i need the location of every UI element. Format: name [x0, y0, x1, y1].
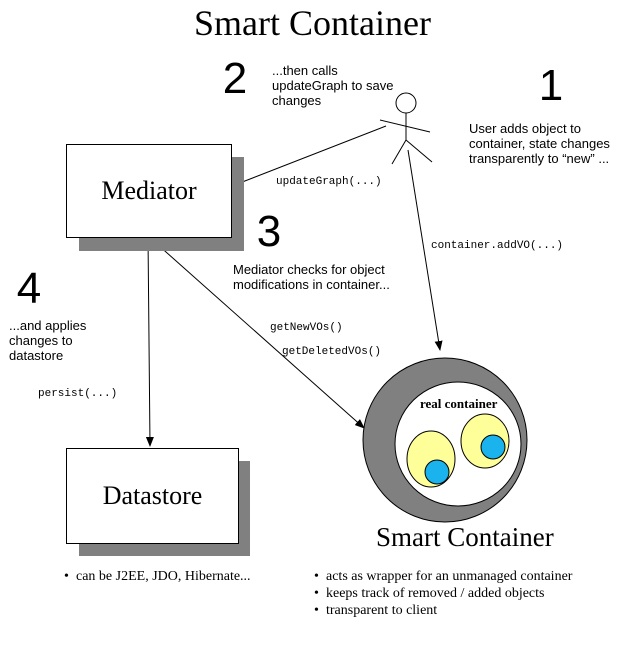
update-graph-call: updateGraph(...)	[276, 176, 382, 188]
datastore-bullet: can be J2EE, JDO, Hibernate...	[64, 568, 304, 585]
real-container-label: real container	[420, 396, 498, 411]
page-title: Smart Container	[194, 3, 431, 43]
smart-container-graphic	[362, 357, 528, 523]
step-3-note: Mediator checks for object modifications…	[233, 262, 390, 292]
step-2-note: ...then calls updateGraph to save change…	[272, 63, 394, 108]
update-graph-arrow	[231, 125, 387, 187]
persist-arrow	[145, 235, 154, 447]
step-1-number: 1	[538, 61, 564, 110]
smart-container-bullet: acts as wrapper for an unmanaged contain…	[314, 568, 624, 585]
add-vo-arrow	[407, 149, 443, 351]
mediator-label: Mediator	[101, 176, 197, 205]
get-new-vos-call: getNewVOs()	[270, 322, 343, 334]
check-container-arrow	[147, 235, 365, 429]
smart-container-bullet: transparent to client	[314, 602, 624, 619]
add-vo-call: container.addVO(...)	[431, 240, 564, 252]
mediator-box: Mediator	[66, 144, 232, 238]
step-3-number: 3	[256, 207, 282, 256]
step-4-number: 4	[16, 264, 42, 313]
object-left-core	[424, 459, 450, 485]
persist-call: persist(...)	[38, 388, 118, 400]
step-1-note: User adds object to container, state cha…	[469, 121, 610, 166]
datastore-box: Datastore	[66, 448, 239, 544]
step-4-note: ...and applies changes to datastore	[9, 318, 87, 363]
get-deleted-vos-call: getDeletedVOs()	[282, 346, 382, 358]
datastore-bullet-list: can be J2EE, JDO, Hibernate...	[64, 568, 304, 585]
smart-container-bullet: keeps track of removed / added objects	[314, 585, 624, 602]
smart-container-bullet-list: acts as wrapper for an unmanaged contain…	[314, 568, 624, 619]
step-2-number: 2	[222, 54, 248, 103]
smart-container-label: Smart Container	[376, 522, 554, 552]
datastore-label: Datastore	[102, 481, 203, 510]
user-actor-icon	[379, 92, 433, 165]
object-right-core	[480, 434, 506, 460]
